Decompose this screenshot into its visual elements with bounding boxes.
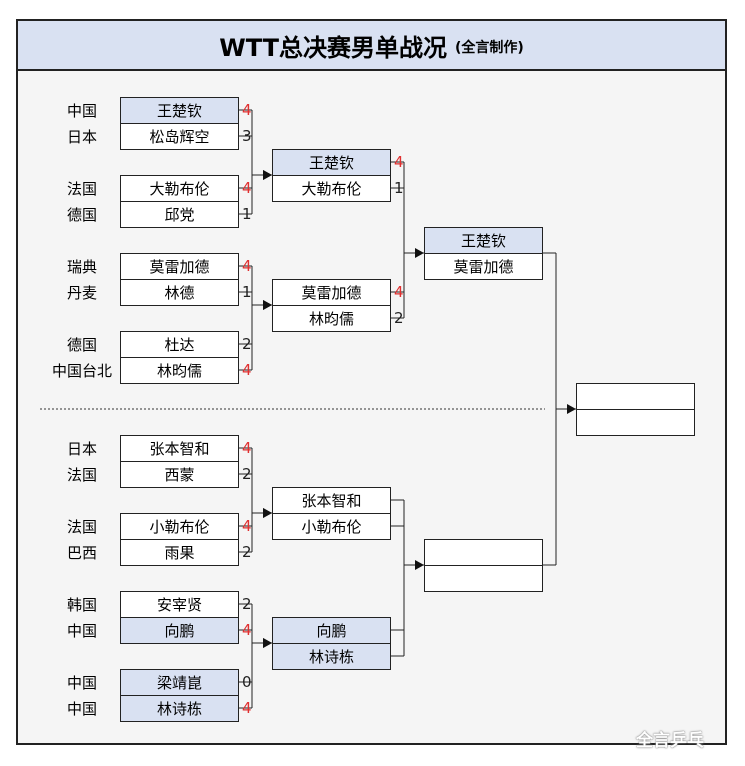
arrow-icon [415, 560, 424, 570]
arrow-icon [263, 508, 272, 518]
round1-player: 林诗栋 [120, 695, 239, 722]
quarterfinal-player: 林诗栋 [272, 643, 391, 670]
quarterfinal-score: 1 [394, 179, 404, 197]
player-country: 中国 [66, 673, 97, 692]
player-country: 丹麦 [66, 283, 97, 302]
round1-score: 2 [242, 543, 252, 561]
round1-score: 3 [242, 127, 252, 145]
quarterfinal-player: 小勒布伦 [272, 513, 391, 540]
round1-player: 西蒙 [120, 461, 239, 488]
player-country: 德国 [66, 205, 97, 224]
round1-player: 雨果 [120, 539, 239, 566]
player-country: 瑞典 [66, 257, 97, 276]
round1-score: 4 [242, 621, 252, 639]
round1-player: 林德 [120, 279, 239, 306]
player-country: 中国 [66, 621, 97, 640]
round1-player: 杜达 [120, 331, 239, 358]
round1-score: 4 [242, 257, 252, 275]
player-country: 巴西 [66, 543, 97, 562]
player-country: 日本 [66, 127, 97, 146]
quarterfinal-player: 向鹏 [272, 617, 391, 644]
round1-player: 张本智和 [120, 435, 239, 462]
player-country: 中国 [66, 101, 97, 120]
round1-score: 2 [242, 595, 252, 613]
arrow-icon [415, 248, 424, 258]
round1-player: 大勒布伦 [120, 175, 239, 202]
arrow-icon [263, 170, 272, 180]
round1-score: 4 [242, 361, 252, 379]
round1-score: 2 [242, 465, 252, 483]
page-title: WTT总决赛男单战况 [219, 33, 447, 62]
semifinal-player: 王楚钦 [424, 227, 543, 254]
player-country: 中国台北 [51, 361, 112, 380]
quarterfinal-player: 大勒布伦 [272, 175, 391, 202]
quarterfinal-player: 张本智和 [272, 487, 391, 514]
watermark: 全言乒乓 [636, 731, 704, 751]
semifinal-player [424, 539, 543, 566]
semifinal-player [424, 565, 543, 592]
round1-score: 4 [242, 517, 252, 535]
quarterfinal-score: 4 [394, 153, 404, 171]
round1-player: 安宰贤 [120, 591, 239, 618]
round1-player: 邱党 [120, 201, 239, 228]
round1-score: 1 [242, 205, 252, 223]
quarterfinal-player: 林昀儒 [272, 305, 391, 332]
round1-player: 梁靖崑 [120, 669, 239, 696]
title-bar: WTT总决赛男单战况 (全言制作) [16, 19, 727, 71]
player-country: 法国 [66, 179, 97, 198]
player-country: 法国 [66, 517, 97, 536]
player-country: 中国 [66, 699, 97, 718]
round1-score: 4 [242, 179, 252, 197]
round1-player: 林昀儒 [120, 357, 239, 384]
player-country: 法国 [66, 465, 97, 484]
final-slot [576, 383, 695, 410]
round1-score: 1 [242, 283, 252, 301]
player-country: 德国 [66, 335, 97, 354]
round1-score: 0 [242, 673, 252, 691]
round1-score: 4 [242, 439, 252, 457]
quarterfinal-player: 王楚钦 [272, 149, 391, 176]
quarterfinal-score: 2 [394, 309, 404, 327]
round1-score: 4 [242, 101, 252, 119]
quarterfinal-player: 莫雷加德 [272, 279, 391, 306]
round1-player: 松岛辉空 [120, 123, 239, 150]
round1-score: 2 [242, 335, 252, 353]
round1-player: 王楚钦 [120, 97, 239, 124]
final-slot [576, 409, 695, 436]
round1-score: 4 [242, 699, 252, 717]
arrow-icon [263, 300, 272, 310]
semifinal-player: 莫雷加德 [424, 253, 543, 280]
round1-player: 莫雷加德 [120, 253, 239, 280]
page-subtitle: (全言制作) [454, 40, 524, 56]
round1-player: 小勒布伦 [120, 513, 239, 540]
round1-player: 向鹏 [120, 617, 239, 644]
quarterfinal-score: 4 [394, 283, 404, 301]
player-country: 日本 [66, 439, 97, 458]
arrow-icon [263, 638, 272, 648]
arrow-icon [567, 404, 576, 414]
player-country: 韩国 [66, 595, 97, 614]
